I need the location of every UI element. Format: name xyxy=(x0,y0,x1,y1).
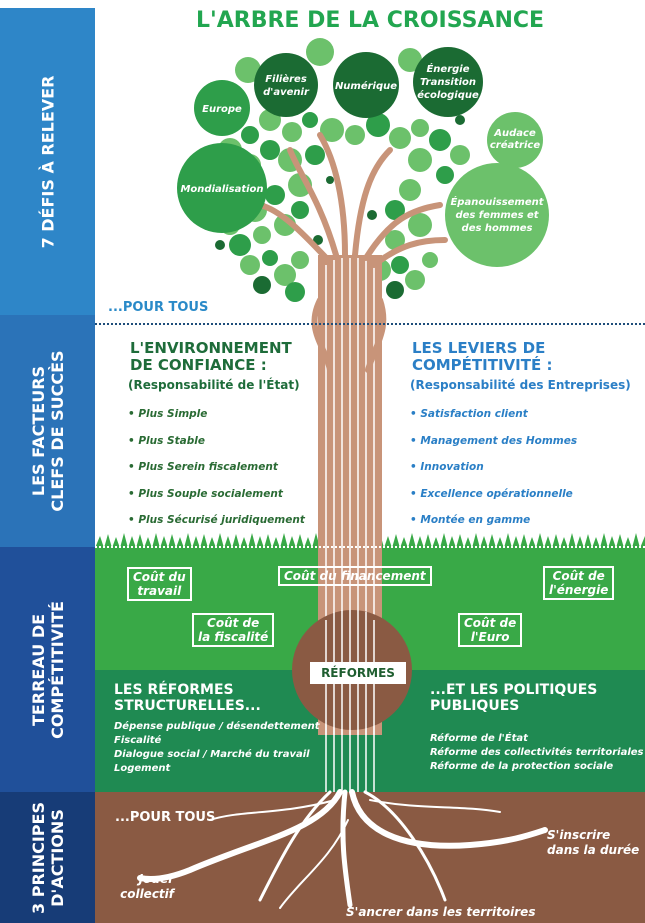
right-factor-subtitle: (Responsabilité des Entreprises) xyxy=(410,378,631,392)
trunk-lines-lower xyxy=(325,610,375,792)
sidebar-section-principles: 3 PRINCIPES D'ACTIONS xyxy=(0,792,95,923)
bubble-label: Épanouissement xyxy=(450,195,544,208)
list-item: • Innovation xyxy=(410,461,484,473)
bubble-label: Audace xyxy=(493,128,536,139)
list-item: Dialogue social / Marché du travail xyxy=(114,749,310,760)
bubble-label: Transition xyxy=(420,77,476,88)
cost-box-fiscalite: Coût de la fiscalité xyxy=(192,613,275,647)
cost-box-financement: Coût du financement xyxy=(278,566,432,586)
list-item: Logement xyxy=(114,763,171,774)
reforms-right-heading: ...ET LES POLITIQUES PUBLIQUES xyxy=(430,682,598,714)
reforms-left: LES RÉFORMES STRUCTURELLES... Dépense pu… xyxy=(114,682,320,776)
separator xyxy=(95,546,645,548)
bubble-energie xyxy=(413,47,483,117)
bubble-europe xyxy=(194,80,250,136)
bubble-label: des femmes et xyxy=(455,210,539,221)
bubble-label: écologique xyxy=(417,89,479,101)
bubble-mondialisation xyxy=(177,143,267,233)
bubble-label: Énergie xyxy=(426,62,469,75)
list-item: • Plus Souple socialement xyxy=(128,487,283,500)
reformes-label: RÉFORMES xyxy=(310,662,406,684)
principle-jouer: Jouer collectif xyxy=(120,872,174,901)
canopy-bubbles xyxy=(215,38,470,302)
roots-soil-band xyxy=(95,792,645,923)
challenge-bubbles xyxy=(177,47,549,267)
sidebar-section-success-factors: LES FACTEURS CLEFS DE SUCCÈS xyxy=(0,315,95,547)
cost-box-travail: Coût du travail xyxy=(127,567,192,601)
bubble-audace xyxy=(487,112,543,168)
principle-ancrer: S'ancrer dans les territoires xyxy=(346,905,536,919)
bubble-epanouissement xyxy=(445,163,549,267)
left-factor-subtitle: (Responsabilité de l'État) xyxy=(128,378,300,392)
bubble-label: d'avenir xyxy=(263,87,310,98)
principle-inscrire: S'inscrire dans la durée xyxy=(547,828,640,857)
pour-tous-bottom: ...POUR TOUS xyxy=(115,810,216,825)
bubble-label: Mondialisation xyxy=(180,184,263,195)
bubble-label: Numérique xyxy=(335,80,397,92)
list-item: • Excellence opérationnelle xyxy=(410,487,573,500)
list-item: • Plus Serein fiscalement xyxy=(128,461,278,473)
list-item: • Management des Hommes xyxy=(410,434,578,447)
list-item: • Plus Simple xyxy=(128,408,208,420)
bubble-label: créatrice xyxy=(490,139,540,151)
bubble-numerique xyxy=(333,52,399,118)
right-factor-heading: LES LEVIERS DE COMPÉTITIVITÉ : xyxy=(412,339,553,374)
list-item: • Plus Sécurisé juridiquement xyxy=(128,514,305,526)
list-item: Dépense publique / désendettement xyxy=(114,721,320,732)
list-item: Fiscalité xyxy=(114,735,162,746)
list-item: Réforme de la protection sociale xyxy=(430,761,614,772)
sidebar-section-challenges: 7 DÉFIS À RELEVER xyxy=(0,8,95,315)
bubble-filieres xyxy=(254,53,318,117)
cost-box-euro: Coût de l'Euro xyxy=(458,613,523,647)
left-factor-list: • Plus Simple • Plus Stable • Plus Serei… xyxy=(128,408,305,541)
list-item: Réforme des collectivités territoriales xyxy=(430,747,644,758)
list-item: • Satisfaction client xyxy=(410,408,528,420)
reforms-left-heading: LES RÉFORMES STRUCTURELLES... xyxy=(114,682,261,714)
bubble-label: Filières xyxy=(265,73,307,85)
bubble-label: Europe xyxy=(202,104,242,115)
grass-edge xyxy=(95,533,645,548)
list-item: • Montée en gamme xyxy=(410,514,531,526)
list-item: • Plus Stable xyxy=(128,434,205,447)
list-item: Réforme de l'État xyxy=(430,733,528,744)
roots xyxy=(137,789,548,909)
page-title: L'ARBRE DE LA CROISSANCE xyxy=(195,8,545,33)
separator xyxy=(95,323,645,325)
reforms-right: ...ET LES POLITIQUES PUBLIQUES Réforme d… xyxy=(430,682,643,774)
sidebar-section-competitiveness: TERREAU DE COMPÉTITIVITÉ xyxy=(0,547,95,792)
cost-box-energie: Coût de l'énergie xyxy=(543,566,615,600)
left-factor-heading: L'ENVIRONNEMENT DE CONFIANCE : xyxy=(130,339,292,374)
bubble-label: des hommes xyxy=(462,223,533,234)
pour-tous-top: ...POUR TOUS xyxy=(108,300,209,315)
right-factor-list: • Satisfaction client • Management des H… xyxy=(410,408,577,541)
